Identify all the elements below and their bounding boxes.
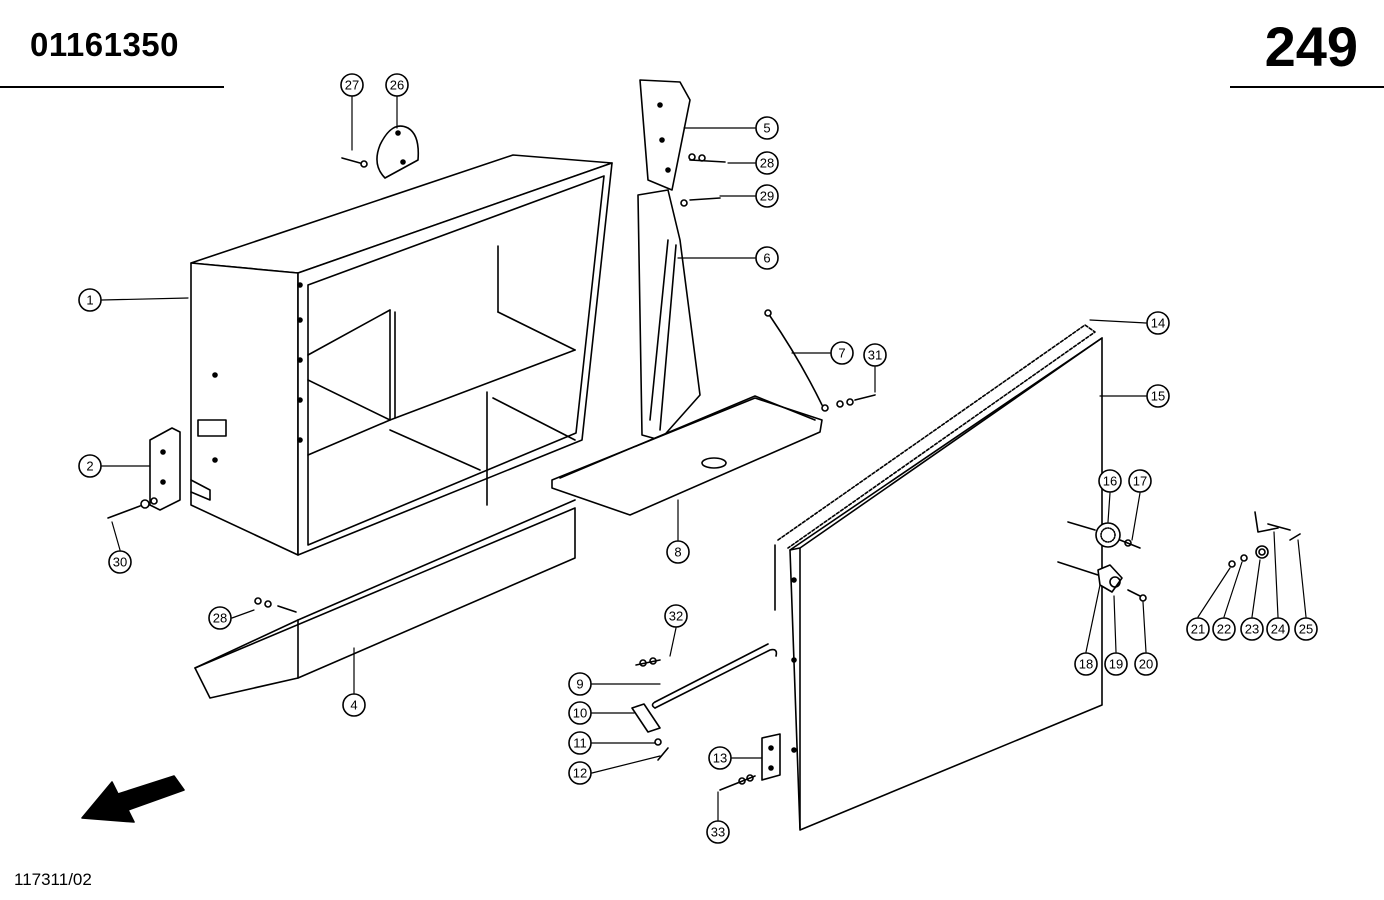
callout: 26 [385,73,409,97]
callout-label: 25 [1299,622,1313,637]
callout-label: 19 [1109,657,1123,672]
callout: 17 [1128,469,1152,493]
callout: 9 [568,672,592,696]
cable-part [764,309,876,412]
callout-label: 9 [576,677,583,692]
callout: 33 [706,820,730,844]
callout-label: 28 [760,156,774,171]
hinge-part [719,733,781,791]
callout-label: 5 [763,121,770,136]
direction-arrow-icon [81,775,185,823]
callout: 18 [1074,652,1098,676]
callout-label: 26 [390,78,404,93]
callout: 8 [666,540,690,564]
callout-label: 32 [669,609,683,624]
callout-label: 6 [763,251,770,266]
callout: 5 [755,116,779,140]
callout-label: 28 [213,611,227,626]
callout-label: 8 [674,545,681,560]
callout-label: 30 [113,555,127,570]
callout-label: 23 [1245,622,1259,637]
callout-label: 13 [713,751,727,766]
callout: 29 [755,184,779,208]
callout-label: 21 [1191,622,1205,637]
callout-label: 14 [1151,316,1165,331]
callout: 32 [664,604,688,628]
part-number: 01161350 [30,26,180,63]
cover-plate-part [341,125,420,179]
bracket-part [107,427,181,519]
callout: 15 [1146,384,1170,408]
callout: 14 [1146,311,1170,335]
callout: 13 [708,746,732,770]
callout: 22 [1212,617,1236,641]
callout: 19 [1104,652,1128,676]
callout: 16 [1098,469,1122,493]
callout-label: 22 [1217,622,1231,637]
callout-label: 33 [711,825,725,840]
drawing-reference: 117311/02 [14,870,92,889]
page-number: 249 [1264,15,1358,78]
callout: 28 [208,606,232,630]
callout: 24 [1266,617,1290,641]
latch-parts [1228,511,1301,568]
callout-label: 11 [573,736,587,751]
header-rule-right [1230,86,1384,88]
callout: 28 [755,151,779,175]
callout: 4 [342,693,366,717]
callout: 10 [568,701,592,725]
rod-assembly-part [631,643,778,761]
callout-label: 31 [868,348,882,363]
box-body-part [190,154,613,556]
callout: 6 [755,246,779,270]
callout-label: 27 [345,78,359,93]
tray-part [551,395,823,516]
callout-label: 4 [350,698,357,713]
header-rule-left [0,86,224,88]
callout: 7 [830,341,854,365]
callout-label: 29 [760,189,774,204]
callout: 23 [1240,617,1264,641]
callout: 30 [108,550,132,574]
callout-label: 20 [1139,657,1153,672]
callout-label: 24 [1271,622,1285,637]
callout: 25 [1294,617,1318,641]
callout: 1 [78,288,102,312]
callout: 27 [340,73,364,97]
callout-label: 2 [86,459,93,474]
callout: 31 [863,343,887,367]
callout-label: 12 [573,766,587,781]
callout-label: 1 [86,293,93,308]
callout-label: 10 [573,706,587,721]
callout-label: 16 [1103,474,1117,489]
channel-part [194,499,576,699]
lock-parts [1057,521,1147,602]
upper-bracket-part [639,79,726,191]
callout: 12 [568,761,592,785]
door-panel-part [774,324,1103,831]
callout-label: 15 [1151,389,1165,404]
leader-lines [101,94,1307,821]
callout: 2 [78,454,102,478]
callout: 11 [568,731,592,755]
side-panel-part [637,189,721,441]
callout-label: 18 [1079,657,1093,672]
callout-label: 7 [838,346,845,361]
callout: 21 [1186,617,1210,641]
callout-label: 17 [1133,474,1147,489]
callout: 20 [1134,652,1158,676]
